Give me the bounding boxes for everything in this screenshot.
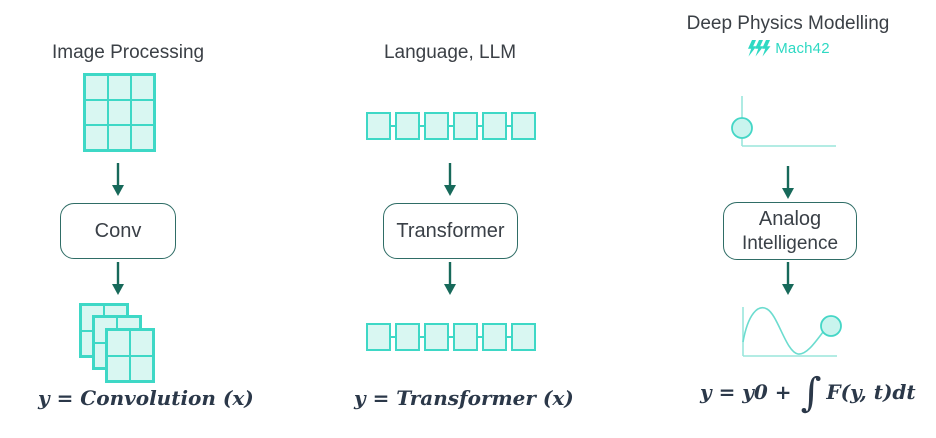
arrow-down-icon — [444, 262, 456, 295]
token-square — [366, 112, 391, 140]
integral-sign: ∫ — [800, 370, 822, 416]
column-title-deep-physics: Deep Physics Modelling — [686, 13, 890, 34]
formula-convolution: y = Convolution (x) — [38, 386, 254, 410]
token-square — [482, 323, 507, 351]
token-square — [511, 112, 536, 140]
arrow-down-icon — [112, 163, 124, 196]
token-square — [482, 112, 507, 140]
token-square — [453, 323, 478, 351]
token-square — [366, 323, 391, 351]
input-grid-3x3 — [83, 73, 156, 152]
process-box-label: Conv — [94, 219, 142, 242]
arrow-down-icon — [444, 163, 456, 196]
feature-map — [105, 328, 155, 383]
brand-logo: Mach42 — [658, 40, 918, 57]
token-connector — [449, 125, 453, 127]
token-square — [395, 323, 420, 351]
process-box-label-line2: Intelligence — [741, 232, 839, 254]
token-connector — [507, 336, 511, 338]
final-state-node — [820, 315, 842, 337]
bolt-marks-icon — [748, 40, 771, 57]
input-token-sequence — [366, 112, 536, 140]
arrow-down-icon — [112, 262, 124, 295]
token-square — [424, 112, 449, 140]
process-box-transformer: Transformer — [383, 203, 518, 259]
column-title-image-processing: Image Processing — [52, 42, 205, 63]
formula-suffix: F(y, t)dt — [826, 380, 916, 404]
formula-transformer: y = Transformer (x) — [354, 386, 574, 410]
token-connector — [478, 125, 482, 127]
process-box-label-line1: Analog — [758, 207, 822, 230]
column-title-language-llm: Language, LLM — [383, 42, 517, 63]
token-connector — [420, 125, 424, 127]
token-connector — [507, 125, 511, 127]
trajectory-curve — [742, 307, 824, 355]
initial-condition-figure — [731, 96, 836, 147]
process-box-analog-intelligence: Analog Intelligence — [723, 202, 857, 260]
token-connector — [420, 336, 424, 338]
trajectory-figure — [742, 307, 842, 357]
token-connector — [391, 336, 395, 338]
formula-prefix: y = y0 + — [700, 380, 792, 404]
token-square — [395, 112, 420, 140]
token-connector — [478, 336, 482, 338]
output-feature-map-stack — [79, 303, 157, 383]
process-box-conv: Conv — [60, 203, 176, 259]
arrow-down-icon — [782, 166, 794, 199]
initial-state-node — [731, 117, 753, 139]
token-square — [511, 323, 536, 351]
process-box-label: Transformer — [396, 219, 505, 242]
arrow-down-icon — [782, 262, 794, 295]
formula-ode: y = y0 + ∫ F(y, t)dt — [700, 368, 916, 416]
token-square — [453, 112, 478, 140]
token-square — [424, 323, 449, 351]
output-token-sequence — [366, 323, 536, 351]
brand-name: Mach42 — [775, 40, 830, 57]
token-connector — [391, 125, 395, 127]
token-connector — [449, 336, 453, 338]
